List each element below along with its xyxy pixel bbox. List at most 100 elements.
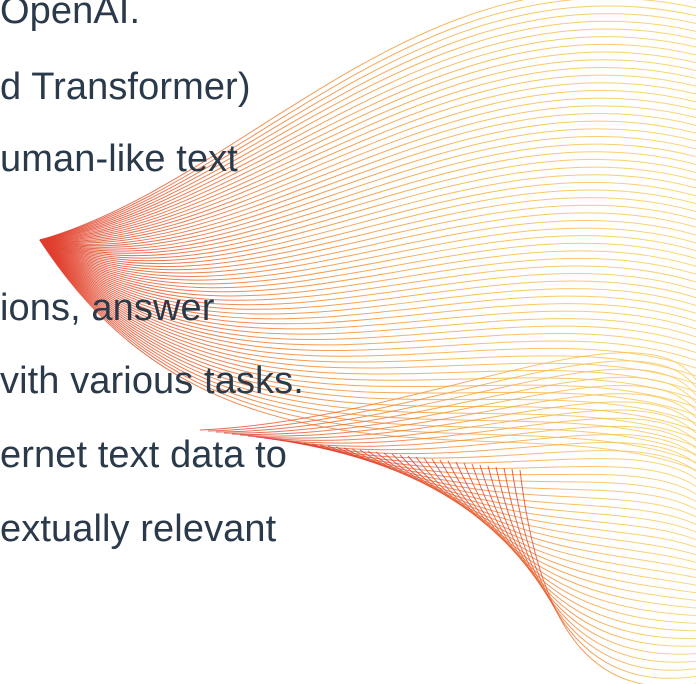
mesh-curve	[511, 468, 696, 679]
mesh-curve	[39, 113, 696, 244]
mesh-curve	[495, 466, 696, 663]
mesh-curve	[471, 463, 696, 639]
mesh-curve	[39, 20, 696, 241]
mesh-curve	[39, 239, 696, 306]
mesh-curve	[487, 465, 696, 655]
mesh-curve	[39, 239, 696, 315]
mesh-curve	[415, 456, 696, 586]
mesh-curve	[223, 376, 696, 434]
mesh-curve	[39, 158, 696, 254]
mesh-curve	[39, 239, 696, 424]
text-line: extually relevant	[0, 508, 277, 550]
mesh-curve	[39, 0, 696, 241]
mesh-curve	[39, 239, 696, 346]
mesh-curve	[39, 239, 696, 416]
mesh-curve	[255, 409, 696, 441]
mesh-curve	[39, 128, 696, 247]
mesh-curve	[39, 239, 696, 369]
mesh-curve	[39, 239, 696, 293]
mesh-curve	[271, 425, 696, 449]
mesh-curve	[439, 459, 696, 609]
mesh-curve	[39, 204, 696, 271]
mesh-curve	[39, 239, 696, 320]
text-line: uman-like text	[0, 138, 238, 180]
mesh-curve	[39, 239, 696, 385]
mesh-curve	[39, 0, 696, 241]
mesh-curve	[39, 189, 696, 264]
mesh-curve	[239, 393, 696, 437]
mesh-curve	[39, 120, 696, 245]
mesh-curve	[391, 453, 696, 563]
mesh-curve	[39, 105, 696, 243]
mesh-curve	[311, 443, 696, 487]
mesh-curve	[39, 5, 696, 241]
mesh-curve	[455, 461, 696, 624]
mesh-curve	[39, 59, 696, 241]
mesh-curve	[383, 452, 696, 556]
mesh-curve	[39, 135, 696, 248]
mesh-curve	[247, 401, 696, 439]
mesh-curve	[39, 181, 696, 262]
mesh-curve	[39, 174, 696, 259]
mesh-curve	[39, 90, 696, 242]
mesh-curve	[39, 239, 696, 377]
mesh-curve	[39, 239, 696, 325]
mesh-curve	[39, 239, 696, 301]
mesh-curve	[39, 74, 696, 241]
mesh-curve	[519, 469, 696, 684]
mesh-curve	[39, 13, 696, 241]
mesh-curve	[39, 239, 696, 297]
mesh-curve	[479, 464, 696, 647]
mesh-curve	[39, 97, 696, 242]
mesh-curve	[199, 352, 696, 431]
mesh-curve	[39, 239, 696, 432]
mesh-curve	[231, 384, 696, 435]
mesh-curve	[423, 457, 696, 594]
mesh-curve	[39, 227, 696, 281]
mesh-curve	[319, 444, 696, 495]
mesh-curve	[279, 434, 696, 457]
mesh-curve	[447, 460, 696, 617]
mesh-curve	[39, 239, 696, 393]
mesh-curve	[39, 239, 696, 408]
mesh-curve	[39, 43, 696, 241]
mesh-curve	[207, 360, 696, 432]
mesh-curve	[39, 82, 696, 241]
mesh-curve	[39, 239, 696, 289]
mesh-curve	[399, 454, 696, 571]
text-line: ions, answer	[0, 287, 215, 329]
mesh-curve	[39, 239, 696, 330]
mesh-curve	[39, 239, 696, 353]
mesh-curve	[263, 417, 696, 444]
mesh-curve	[39, 239, 696, 471]
mesh-curve	[39, 197, 696, 268]
mesh-curve	[39, 239, 696, 310]
mesh-curve	[407, 455, 696, 579]
mesh-curve	[431, 458, 696, 601]
mesh-curve	[39, 36, 696, 241]
mesh-curve	[39, 239, 696, 361]
mesh-curve	[39, 166, 696, 256]
text-line: vith various tasks.	[0, 360, 304, 402]
mesh-curve	[39, 151, 696, 252]
mesh-curve	[39, 235, 696, 285]
text-line: d Transformer)	[0, 66, 251, 108]
mesh-curve	[503, 467, 696, 671]
mesh-curve	[39, 212, 696, 274]
mesh-curve	[39, 67, 696, 241]
text-line: ernet text data to	[0, 434, 287, 476]
mesh-curve	[215, 368, 696, 433]
mesh-curve	[463, 462, 696, 632]
mesh-curve	[39, 143, 696, 250]
mesh-curve	[39, 51, 696, 241]
mesh-curve	[39, 220, 696, 277]
text-line: OpenAI.	[0, 0, 141, 32]
mesh-curve	[39, 28, 696, 241]
mesh-curve	[375, 451, 696, 548]
mesh-curve	[39, 239, 696, 400]
mesh-curve	[39, 239, 696, 440]
mesh-curve	[39, 239, 696, 338]
